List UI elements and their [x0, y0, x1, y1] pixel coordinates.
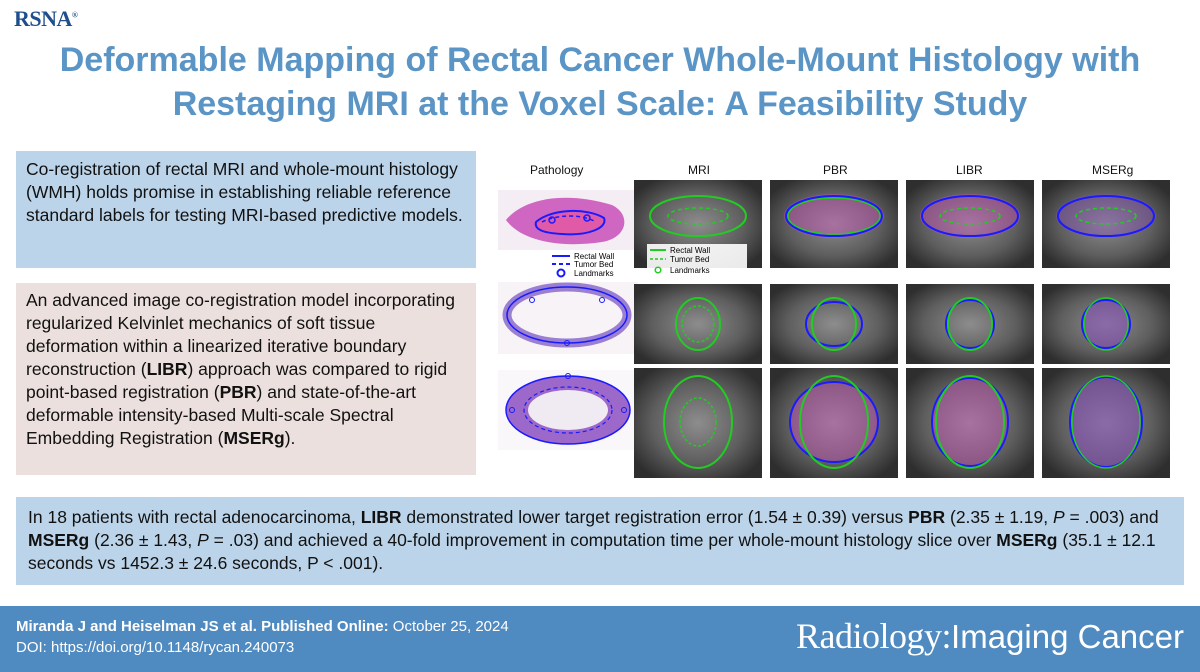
method-text: ).: [284, 428, 296, 448]
result-box: In 18 patients with rectal adenocarcinom…: [16, 497, 1184, 585]
result-text: (2.35 ± 1.19,: [945, 507, 1053, 527]
journal-name-2: Imaging Cancer: [951, 618, 1184, 655]
row2-overlays: [675, 297, 1131, 351]
journal-name-1: Radiology:: [796, 616, 952, 656]
result-pbr: PBR: [908, 507, 946, 527]
legend-path-wall: Rectal Wall: [574, 252, 614, 261]
title-line-2: Restaging MRI at the Voxel Scale: A Feas…: [172, 85, 1028, 123]
result-mserg: MSERg: [996, 530, 1058, 550]
method-libr: LIBR: [146, 359, 188, 379]
rsna-logo: RSNA®: [14, 6, 78, 31]
method-text: An advanced image co-registration model …: [26, 290, 455, 379]
col-label-libr: LIBR: [956, 163, 983, 177]
journal-name: Radiology:Imaging Cancer: [796, 613, 1184, 660]
method-text: ) and state-of-the-art deformable intens…: [26, 382, 417, 448]
citation-date: October 25, 2024: [388, 618, 509, 635]
method-box: An advanced image co-registration model …: [16, 283, 476, 475]
row3-overlays: [663, 375, 1143, 469]
result-text: = .003) and: [1064, 507, 1159, 527]
result-text: (35.1 ± 12.1 seconds vs 1452.3 ± 24.6 se…: [28, 530, 1156, 573]
result-text: (2.36 ± 1.43,: [89, 530, 198, 550]
legend-mri: [647, 244, 747, 278]
legend-pathology: [552, 255, 570, 278]
citation-doi[interactable]: DOI: https://doi.org/10.1148/rycan.24007…: [16, 639, 295, 656]
legend-mri-wall: Rectal Wall: [670, 246, 710, 255]
figure-panels: Rectal Wall Tumor Bed Landmarks: [498, 180, 1170, 478]
legend-path-tumor: Tumor Bed: [574, 260, 613, 269]
pathology-row2: [498, 282, 638, 354]
row1-overlays: [649, 194, 1156, 238]
result-mserg: MSERg: [28, 530, 90, 550]
intro-box: Co-registration of rectal MRI and whole-…: [16, 151, 476, 268]
col-label-pbr: PBR: [823, 163, 848, 177]
col-label-mserg: MSERg: [1092, 163, 1134, 177]
intro-text: Co-registration of rectal MRI and whole-…: [26, 159, 463, 225]
method-text: ) approach was compared to rigid point-b…: [26, 359, 448, 402]
title-line-1: Deformable Mapping of Rectal Cancer Whol…: [59, 41, 1141, 79]
result-text: demonstrated lower target registration e…: [401, 507, 909, 527]
pathology-row1: [498, 190, 638, 250]
result-text: = .03) and achieved a 40-fold improvemen…: [208, 530, 997, 550]
citation: Miranda J and Heiselman JS et al. Publis…: [16, 616, 509, 658]
legend-mri-landmarks: Landmarks: [670, 266, 710, 275]
citation-authors: Miranda J and Heiselman JS et al. Publis…: [16, 618, 389, 635]
result-text: In 18 patients with rectal adenocarcinom…: [28, 507, 361, 527]
result-libr: LIBR: [360, 507, 402, 527]
pathology-row3: [498, 370, 638, 450]
method-mserg: MSERg: [223, 428, 285, 448]
result-p: P: [1053, 507, 1065, 527]
col-label-pathology: Pathology: [530, 163, 584, 177]
method-pbr: PBR: [219, 382, 257, 402]
registration-figure: Pathology MRI PBR LIBR MSERg Rectal Wal: [492, 160, 1192, 490]
footer-bar: [0, 606, 1200, 672]
col-label-mri: MRI: [688, 163, 710, 177]
page-title: Deformable Mapping of Rectal Cancer Whol…: [0, 38, 1200, 126]
result-p: P: [197, 530, 209, 550]
legend-mri-tumor: Tumor Bed: [670, 255, 709, 264]
legend-path-landmarks: Landmarks: [574, 269, 614, 278]
